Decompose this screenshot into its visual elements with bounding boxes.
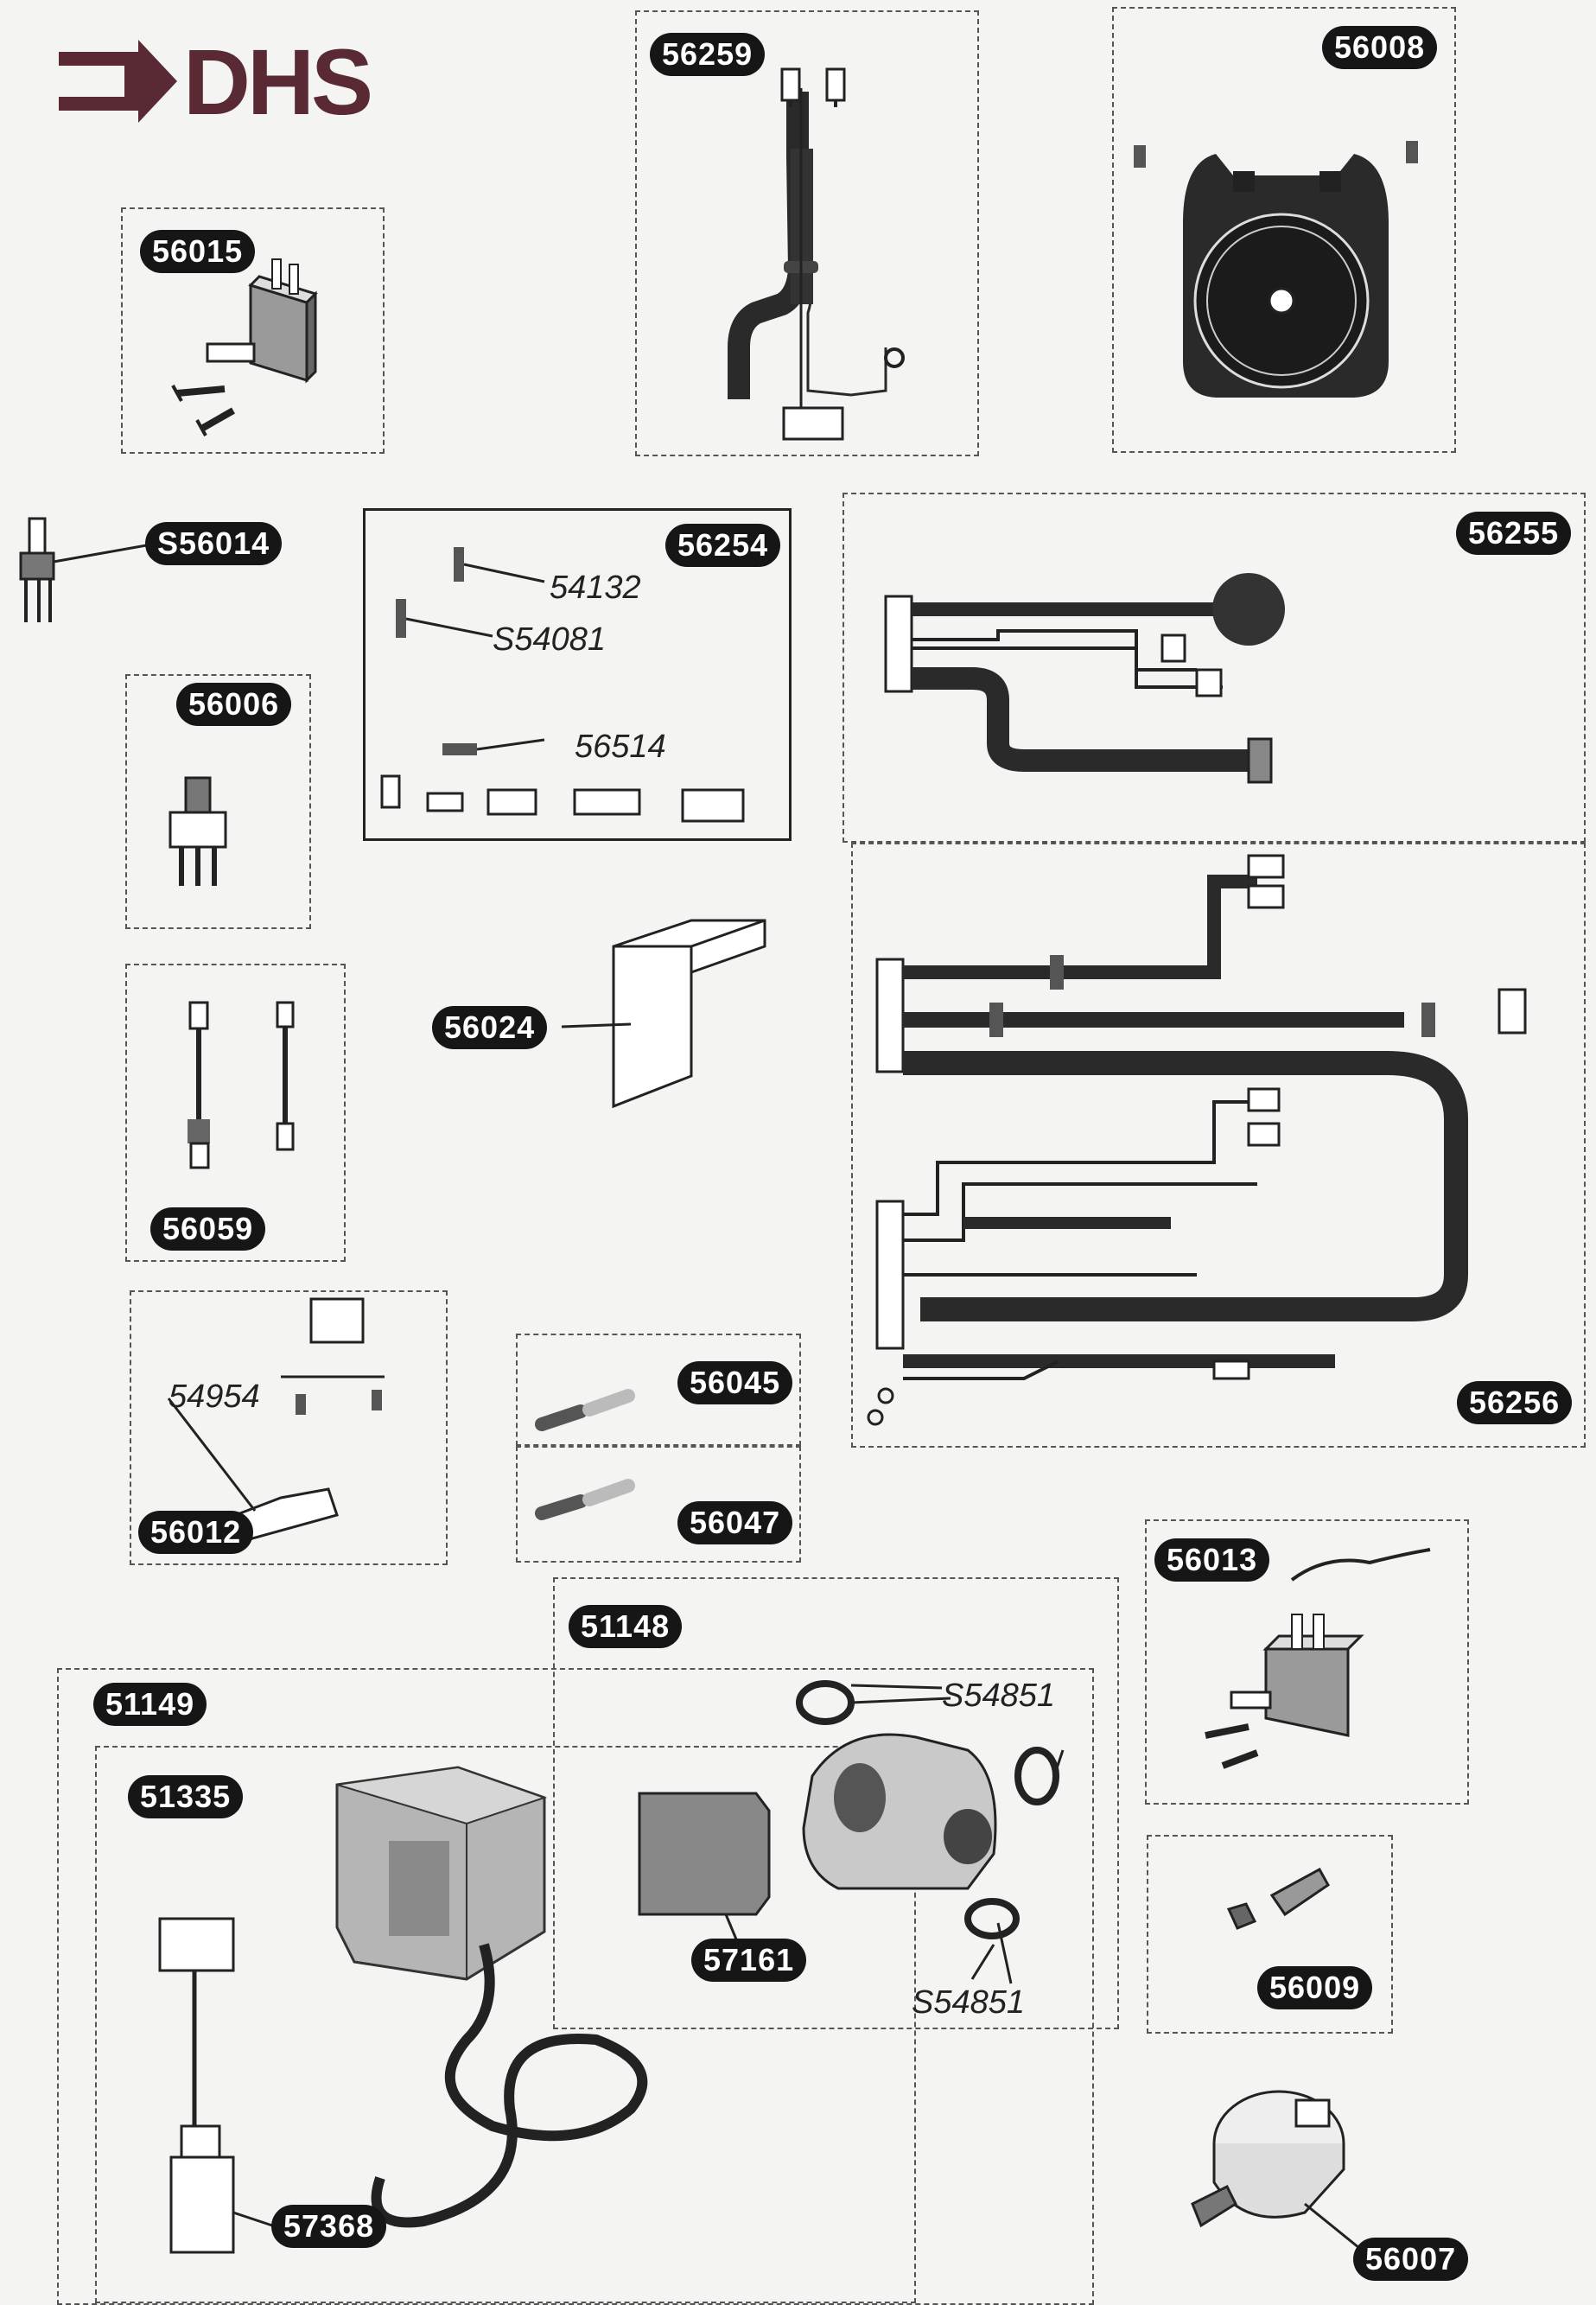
part-badge-51148: 51148 [569, 1605, 683, 1648]
valve-51148-drawing [638, 1680, 1065, 1984]
part-badge-51335: 51335 [128, 1775, 244, 1818]
harness-56256-drawing [867, 854, 1527, 1426]
part-badge-57368: 57368 [271, 2205, 387, 2248]
callout-s54851-bottom: S54851 [912, 1984, 1026, 2021]
callout-s54851-top: S54851 [942, 1678, 1056, 1714]
callout-56514: 56514 [575, 729, 666, 765]
box-56012 [130, 1290, 448, 1565]
box-56015 [121, 207, 385, 454]
sensor-s56014-drawing [19, 517, 152, 622]
part-badge-56254: 56254 [665, 524, 781, 567]
part-badge-56012: 56012 [138, 1511, 254, 1554]
box-56254 [363, 508, 792, 841]
selector-switch-56015-drawing [171, 258, 318, 436]
part-badge-56255: 56255 [1456, 512, 1572, 555]
fuse-56045-drawing [535, 1389, 635, 1431]
box-56256 [851, 843, 1586, 1448]
part-badge-56013: 56013 [1154, 1538, 1270, 1582]
box-56045 [516, 1334, 801, 1446]
harness-56255-drawing [884, 573, 1285, 784]
thermostat-56013-drawing [1205, 1548, 1431, 1769]
callout-54132: 54132 [550, 570, 641, 606]
box-56009 [1147, 1835, 1393, 2034]
part-badge-51149: 51149 [93, 1683, 207, 1726]
part-badge-56009: 56009 [1257, 1966, 1373, 2009]
box-51335 [95, 1746, 916, 2303]
part-badge-56047: 56047 [677, 1501, 793, 1544]
part-badge-57161: 57161 [691, 1939, 807, 1982]
callout-54954: 54954 [169, 1379, 260, 1415]
wiring-lead-56259-drawing [728, 67, 905, 441]
pressure-sensor-56007-drawing [1191, 2090, 1396, 2279]
box-56008 [1112, 7, 1456, 453]
cover-56024-drawing [561, 919, 766, 1109]
part-badge-56007: 56007 [1353, 2238, 1469, 2281]
box-56255 [843, 493, 1586, 843]
part-badge-56008: 56008 [1322, 26, 1438, 69]
box-56047 [516, 1446, 801, 1563]
part-badge-56024: 56024 [432, 1006, 548, 1049]
fuse-56047-drawing [535, 1479, 635, 1520]
box-56259 [635, 10, 979, 456]
box-56013 [1145, 1519, 1469, 1805]
pcb-56254-drawing [380, 547, 745, 823]
box-56006 [125, 674, 311, 929]
part-badge-s56014: S56014 [145, 522, 283, 565]
part-badge-56059: 56059 [150, 1207, 266, 1251]
button-56006-drawing [169, 776, 227, 886]
callout-s54081: S54081 [493, 621, 607, 658]
dhs-logo-mark [59, 40, 177, 123]
part-badge-56256: 56256 [1457, 1381, 1573, 1424]
dhs-logo-text: DHS [183, 29, 373, 134]
leads-56059-drawing [188, 1001, 295, 1169]
pressure-switch-56008-drawing [1134, 141, 1418, 398]
fitting-56009-drawing [1226, 1867, 1330, 1930]
part-badge-56045: 56045 [677, 1361, 793, 1404]
box-56059 [125, 964, 346, 1262]
box-51149 [57, 1668, 1094, 2305]
box-51148 [553, 1577, 1119, 2029]
part-badge-56259: 56259 [650, 33, 766, 76]
actuator-51335-drawing [158, 1766, 648, 2254]
part-badge-56006: 56006 [176, 683, 292, 726]
part-badge-56015: 56015 [140, 230, 256, 273]
